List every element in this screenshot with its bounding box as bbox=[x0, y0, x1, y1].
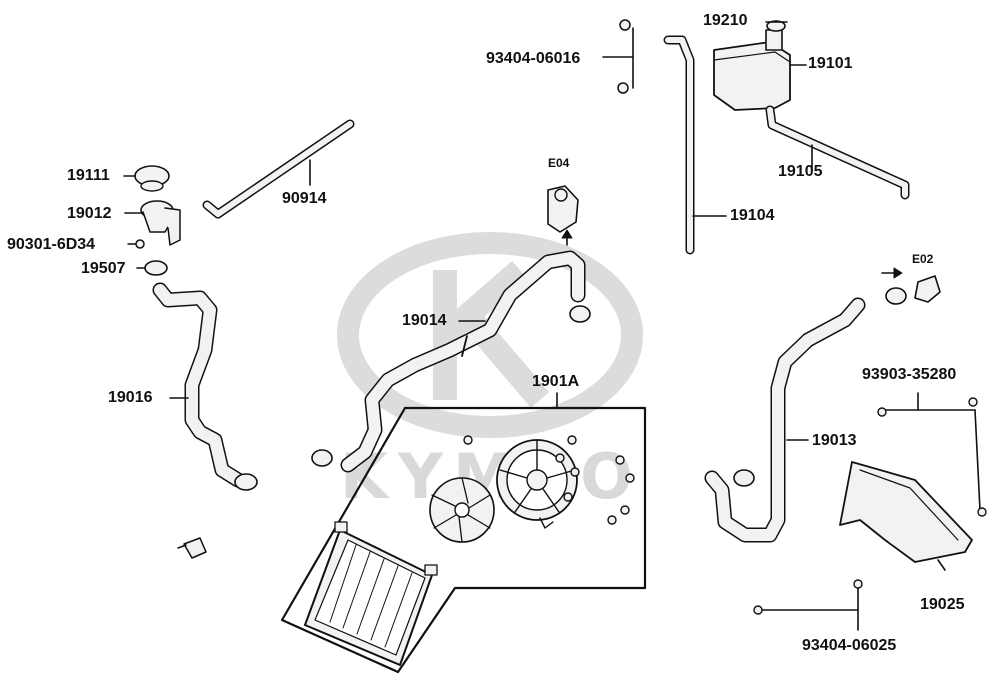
part-fan-blade bbox=[429, 477, 495, 543]
part-e04-water-pump bbox=[547, 185, 579, 246]
label-19012: 19012 bbox=[67, 205, 112, 222]
part-19016-hose bbox=[152, 282, 258, 491]
part-fan-shroud bbox=[496, 439, 578, 529]
label-90914: 90914 bbox=[282, 190, 327, 207]
label-93404-06025: 93404-06025 bbox=[802, 637, 897, 654]
label-93903-35280: 93903-35280 bbox=[862, 366, 957, 383]
label-19210: 19210 bbox=[703, 12, 748, 29]
label-19101: 19101 bbox=[808, 55, 853, 72]
label-19014: 19014 bbox=[402, 312, 447, 329]
label-19111: 19111 bbox=[67, 167, 110, 184]
part-19111-radiator-cap bbox=[123, 165, 170, 192]
part-19104-hose bbox=[663, 35, 727, 255]
part-90914-tube bbox=[202, 119, 355, 219]
label-19016: 19016 bbox=[108, 389, 153, 406]
label-19104: 19104 bbox=[730, 207, 775, 224]
assembly-screws bbox=[463, 435, 635, 525]
part-19012-filler-neck bbox=[124, 200, 181, 246]
part-radiator bbox=[304, 521, 438, 666]
part-93404-06025-screws bbox=[753, 579, 863, 631]
part-19013-hose bbox=[704, 297, 866, 543]
label-e04: E04 bbox=[548, 156, 570, 170]
part-19014-hose bbox=[311, 250, 591, 473]
assembly-1901a-outline bbox=[280, 392, 647, 674]
part-93903-35280-screws bbox=[877, 392, 987, 517]
label-19507: 19507 bbox=[81, 260, 126, 277]
label-e02: E02 bbox=[912, 252, 934, 266]
part-93404-06016-pins bbox=[602, 19, 634, 94]
label-90301-6d34: 90301-6D34 bbox=[7, 236, 96, 253]
part-19507-clamp bbox=[136, 260, 168, 276]
part-19105-hose bbox=[765, 105, 910, 200]
label-19025: 19025 bbox=[920, 596, 965, 613]
part-19101-reservoir-tank bbox=[713, 29, 807, 111]
part-19210-cap bbox=[765, 20, 788, 32]
label-19105: 19105 bbox=[778, 163, 823, 180]
label-1901a: 1901A bbox=[532, 373, 580, 390]
label-19013: 19013 bbox=[812, 432, 857, 449]
part-e02-thermostat-housing bbox=[881, 267, 941, 305]
label-93404-06016: 93404-06016 bbox=[486, 50, 581, 67]
part-19025-cover bbox=[839, 461, 973, 571]
part-90301-6d34-screw bbox=[127, 239, 145, 249]
part-temperature-sensor bbox=[177, 537, 207, 559]
